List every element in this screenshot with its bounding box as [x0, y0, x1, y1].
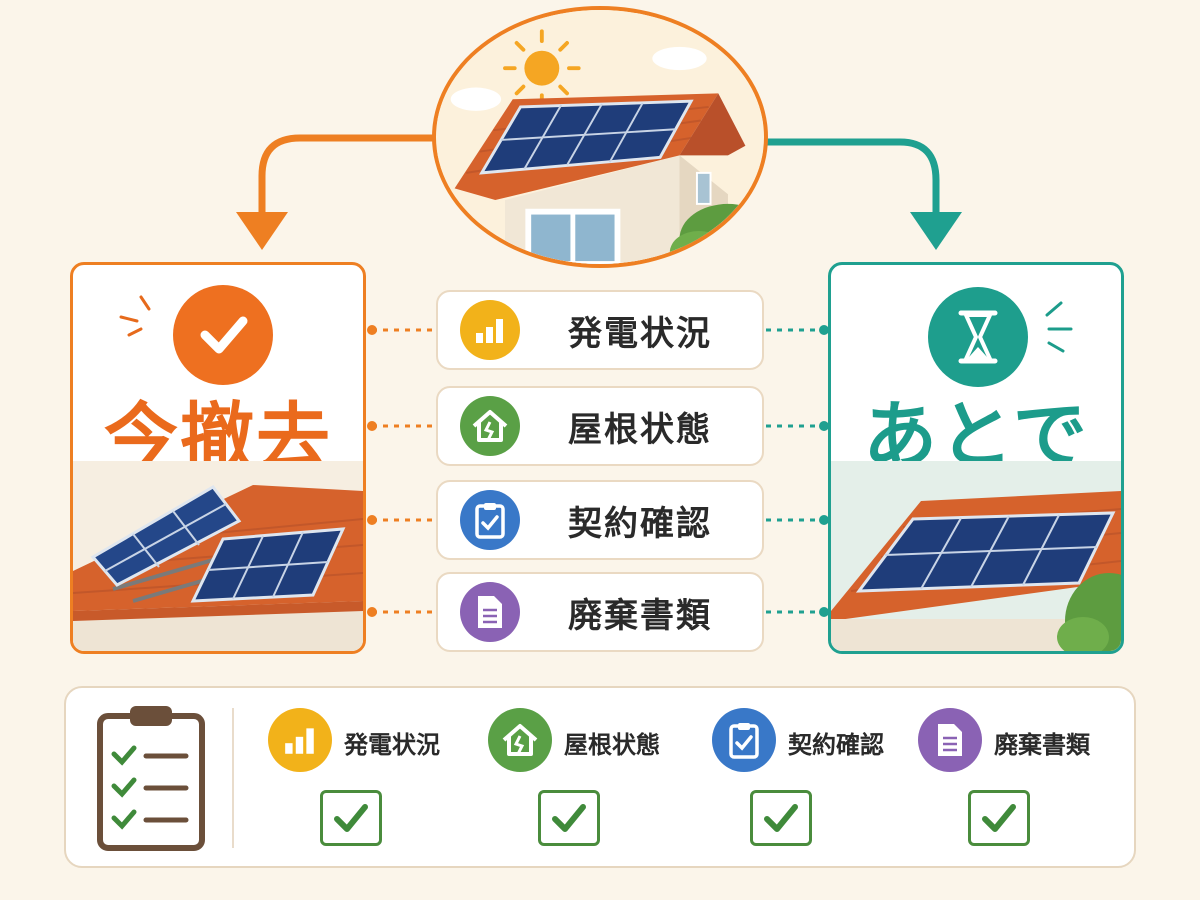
summary-item-label: 屋根状態: [564, 731, 660, 759]
option-now-card[interactable]: 今撤去: [70, 262, 366, 654]
arrow-to-now: [258, 134, 436, 218]
house-crack-icon: [488, 708, 552, 772]
clipboard-checklist-icon: [97, 706, 205, 851]
panel-removal-illustration: [73, 461, 363, 651]
dotted-links-right: [766, 328, 824, 614]
checklist-item-disposal-documents[interactable]: 廃棄書類: [436, 572, 764, 652]
summary-checklist-panel: 発電状況 屋根状態 契約確認 廃棄書類: [64, 686, 1136, 868]
bar-chart-icon: [460, 300, 520, 360]
emphasis-lines-icon: [119, 295, 151, 337]
summary-divider: [232, 708, 234, 848]
checkmark-icon: [173, 285, 273, 385]
option-later-card[interactable]: あとで: [828, 262, 1124, 654]
arrow-to-later: [764, 138, 940, 218]
clipboard-check-icon: [460, 490, 520, 550]
summary-item-label: 廃棄書類: [994, 731, 1090, 759]
summary-item-label: 発電状況: [344, 731, 440, 759]
summary-item-contract-check: 契約確認: [712, 708, 932, 858]
checklist-item-roof-condition[interactable]: 屋根状態: [436, 386, 764, 466]
checklist-item-label: 屋根状態: [568, 409, 712, 450]
arrow-head-now: [236, 212, 288, 250]
clipboard-check-icon: [712, 708, 776, 772]
checklist-item-label: 発電状況: [568, 313, 712, 354]
dotted-links-left: [372, 328, 434, 614]
summary-item-disposal-documents: 廃棄書類: [918, 708, 1138, 858]
summary-checkbox[interactable]: [968, 790, 1030, 846]
summary-item-power-status: 発電状況: [268, 708, 488, 858]
solar-panels: [479, 99, 694, 175]
house-crack-icon: [460, 396, 520, 456]
summary-checkbox[interactable]: [538, 790, 600, 846]
document-icon: [460, 582, 520, 642]
document-icon: [918, 708, 982, 772]
arrow-head-later: [910, 212, 962, 250]
emphasis-lines-icon: [1045, 301, 1073, 353]
checklist-item-power-status[interactable]: 発電状況: [436, 290, 764, 370]
option-later-title: あとで: [863, 393, 1089, 479]
checklist-item-label: 契約確認: [568, 503, 712, 544]
house-solar-illustration: [432, 6, 768, 268]
summary-item-label: 契約確認: [788, 731, 884, 759]
checklist-item-label: 廃棄書類: [568, 595, 712, 636]
hourglass-icon: [928, 287, 1028, 387]
house-panels-illustration: [831, 461, 1121, 651]
summary-checkbox[interactable]: [750, 790, 812, 846]
summary-checkbox[interactable]: [320, 790, 382, 846]
summary-item-roof-condition: 屋根状態: [488, 708, 708, 858]
checklist-item-contract-check[interactable]: 契約確認: [436, 480, 764, 560]
bar-chart-icon: [268, 708, 332, 772]
